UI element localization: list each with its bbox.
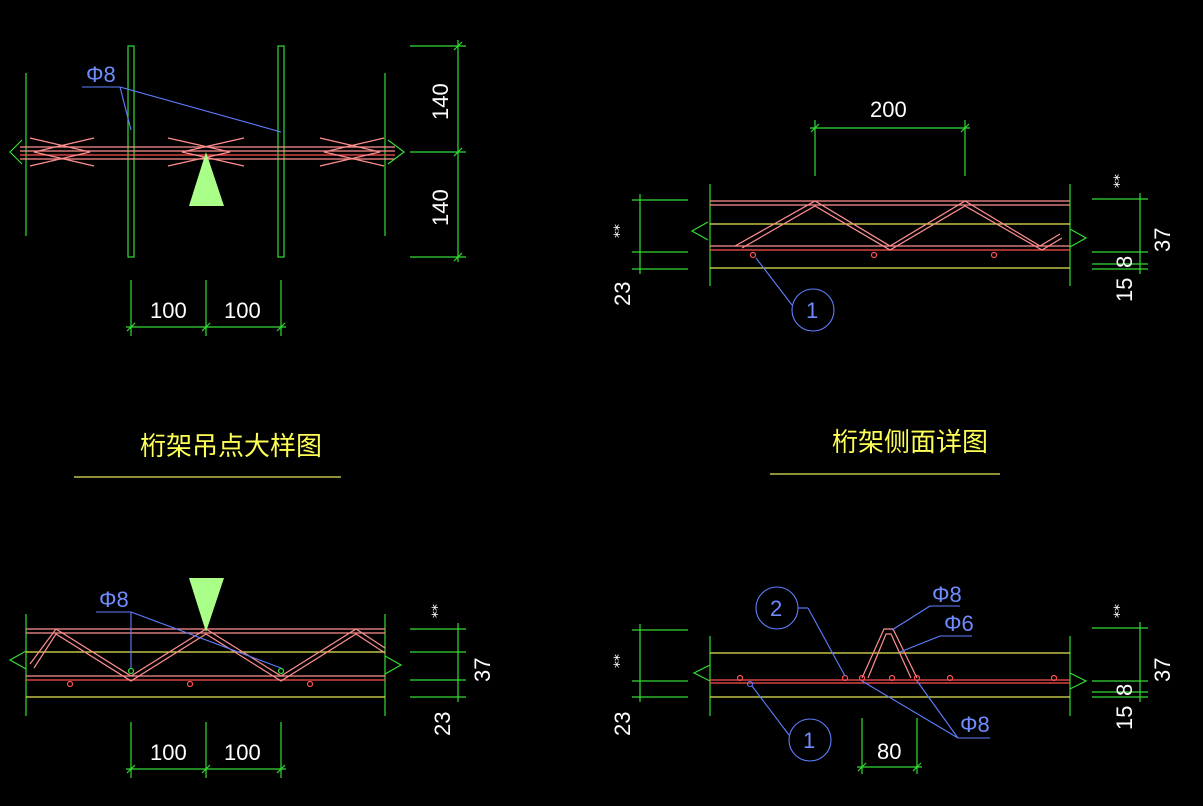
dim-23-tr: 23 (610, 282, 635, 306)
lift-point-marker-icon (189, 152, 224, 206)
dim-80: 80 (877, 739, 901, 764)
section-detail: 2 Φ8 Φ6 Φ8 1 80 ** 23 (610, 582, 1175, 774)
title-lifting-detail: 桁架吊点大样图 (140, 432, 322, 462)
dim-15-tr: 15 (1112, 278, 1137, 302)
callout-circle (788, 718, 832, 762)
dim-100-c: 100 (150, 740, 187, 765)
dim-placeholder-mark: ** (612, 224, 628, 238)
lift-point-marker-icon (189, 578, 224, 632)
dim-37-br: 37 (1150, 658, 1175, 682)
dim-37-tr: 37 (1150, 228, 1175, 252)
dim-placeholder-mark: ** (1112, 604, 1128, 618)
dim-140-bottom: 140 (428, 189, 453, 226)
phi6-label: Φ6 (944, 611, 974, 636)
plan-view-lifting-point: Φ8 140 140 100 100 (9, 40, 466, 336)
phi8-label: Φ8 (960, 712, 990, 737)
callout-circle (791, 288, 835, 332)
elevation-lifting-point: Φ8 ** 37 23 100 100 (8, 578, 495, 778)
dim-140-top: 140 (428, 83, 453, 120)
dim-37-bl: 37 (470, 658, 495, 682)
dim-100-a: 100 (150, 298, 187, 323)
phi8-label: Φ8 (932, 582, 962, 607)
dim-placeholder-mark: ** (430, 604, 446, 618)
dim-8-br: 8 (1112, 684, 1137, 696)
phi8-label: Φ8 (86, 62, 116, 87)
dim-100-b: 100 (224, 298, 261, 323)
callout-number: 1 (806, 298, 818, 323)
dim-23-bl: 23 (430, 712, 455, 736)
dim-placeholder-mark: ** (1112, 174, 1128, 188)
dim-200: 200 (870, 97, 907, 122)
title-side-detail: 桁架侧面详图 (832, 428, 988, 458)
callout-number: 2 (770, 596, 782, 621)
side-view-truss: 200 ** 23 ** 37 8 15 1 (610, 97, 1175, 332)
dim-15-br: 15 (1112, 706, 1137, 730)
callout-number: 1 (803, 728, 815, 753)
dim-23-br: 23 (610, 712, 635, 736)
dim-100-d: 100 (224, 740, 261, 765)
phi8-label: Φ8 (99, 587, 129, 612)
dim-8-tr: 8 (1112, 256, 1137, 268)
dim-placeholder-mark: ** (612, 654, 628, 668)
